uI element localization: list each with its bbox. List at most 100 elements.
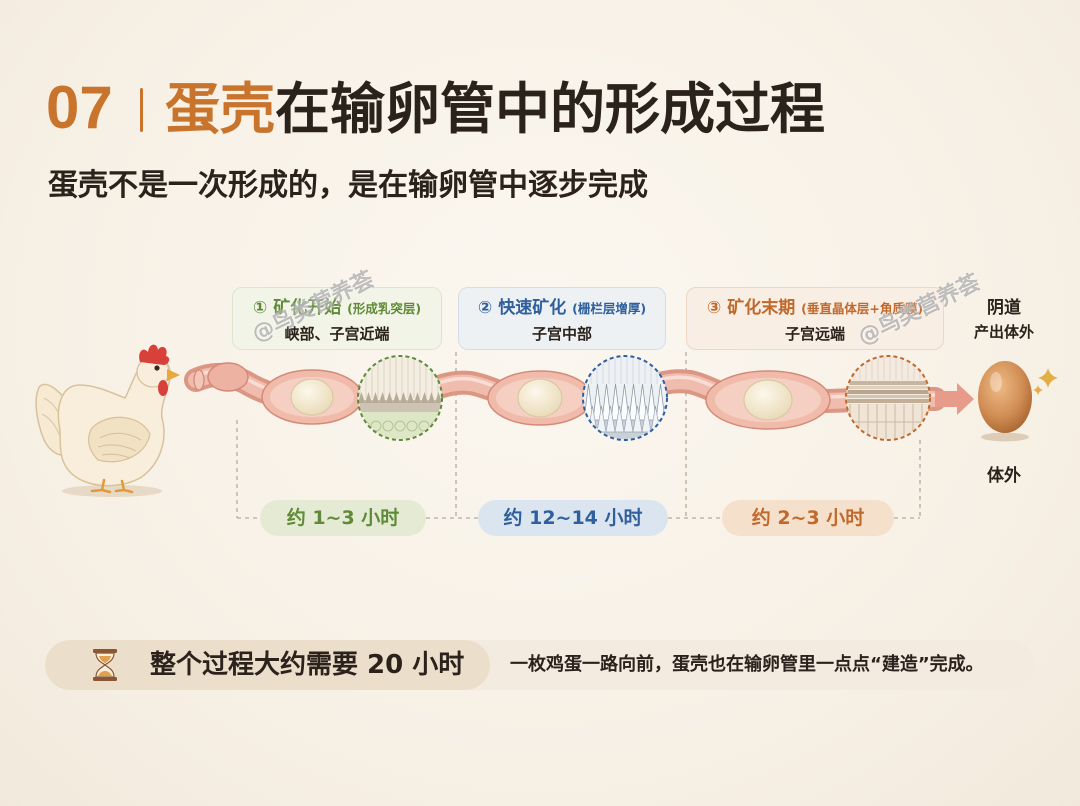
hen-wing-feathers <box>97 432 142 459</box>
tissue-cell <box>370 420 382 432</box>
stage-2-heading: ② 快速矿化 (栅栏层增厚) <box>459 297 665 320</box>
stage-3-location: 子宫远端 <box>784 325 845 343</box>
vertical-crystal-layer-stripe <box>847 381 929 385</box>
stage-3-heading: ③ 矿化末期 (垂直晶体层+角质膜) <box>687 297 943 320</box>
summary-headline: 整个过程大约需要 20 小时 <box>150 650 465 680</box>
stage-1-marker: ① <box>252 298 268 318</box>
sparkle-large <box>1038 368 1058 388</box>
endpoint-name: 阴道 <box>987 298 1021 318</box>
brown-egg-icon <box>978 361 1032 442</box>
mammillary-cone <box>379 392 386 403</box>
palisade-crystal <box>623 405 634 433</box>
hen-shadow <box>62 485 162 497</box>
page-subtitle: 蛋壳不是一次形成的，是在输卵管中逐步完成 <box>48 168 648 203</box>
palisade-crystal <box>632 405 643 433</box>
palisade-crystal <box>592 383 603 421</box>
stage-3-marker: ③ <box>706 298 722 318</box>
stage-1-location: 峡部、子宫近端 <box>284 325 390 343</box>
palisade-crystal <box>646 383 657 421</box>
mammillary-cone <box>386 392 393 403</box>
palisade-crystal <box>605 405 616 433</box>
mammillary-cone <box>414 392 421 403</box>
palisade-crystal <box>614 405 625 433</box>
hen-beak <box>167 369 180 381</box>
mammillary-cone <box>393 392 400 403</box>
mammillary-cone <box>421 392 428 403</box>
summary-bar: 整个过程大约需要 20 小时 一枚鸡蛋一路向前，蛋壳也在输卵管里一点点“建造”完… <box>45 640 1035 690</box>
magnifier-stage2-outline <box>582 355 668 441</box>
palisade-crystal <box>601 383 612 421</box>
hen-illustration <box>35 344 180 497</box>
palisade-crystal <box>637 383 648 421</box>
infundibulum-bulb <box>207 362 249 392</box>
vertical-crystal-layer-stripe <box>847 395 929 398</box>
palisade-crystal <box>628 383 639 421</box>
magnifier-stage3-outline <box>845 355 931 441</box>
summary-note: 一枚鸡蛋一路向前，蛋壳也在输卵管里一点点“建造”完成。 <box>510 654 984 675</box>
forming-egg-stage2 <box>517 378 563 418</box>
palisade-crystal <box>619 383 630 421</box>
hourglass-sand-bottom <box>98 671 112 676</box>
stage-3-name: 矿化末期 <box>727 298 796 318</box>
mammillary-cone <box>372 392 379 403</box>
magnifier-stage2 <box>582 355 668 441</box>
stage-2-detail: (栅栏层增厚) <box>572 301 647 316</box>
sparkle-icon <box>1033 368 1058 395</box>
stage-3-detail: (垂直晶体层+角质膜) <box>801 301 924 316</box>
hen-eye <box>154 365 160 371</box>
stage-2-name: 快速矿化 <box>498 298 567 318</box>
oviduct-tube-illustration <box>184 362 947 430</box>
section-number: 07 <box>46 74 113 141</box>
stage-1-detail: (形成乳突层) <box>347 301 422 316</box>
vertical-crystal-layer-stripe <box>847 399 929 403</box>
endpoint-action: 产出体外 <box>973 323 1034 341</box>
stage-3-label: ③ 矿化末期 (垂直晶体层+角质膜) 子宫远端 <box>686 287 944 350</box>
stage-2-marker: ② <box>477 298 493 318</box>
mammillary-cone <box>435 392 441 403</box>
stage-1-heading: ① 矿化开始 (形成乳突层) <box>233 297 441 320</box>
stage-1-duration-pill: 约 1~3 小时 <box>260 500 426 536</box>
egg-shadow <box>981 432 1029 442</box>
egg-shell <box>978 361 1032 433</box>
title-divider <box>140 88 143 132</box>
tissue-cell <box>382 420 394 432</box>
vertical-crystal-layer-stripe <box>847 390 929 394</box>
stage-3-duration-pill: 约 2~3 小时 <box>722 500 894 536</box>
egg-label: 体外 <box>987 466 1021 486</box>
tissue-cell <box>406 420 418 432</box>
stage-2-label: ② 快速矿化 (栅栏层增厚) 子宫中部 <box>458 287 666 350</box>
stage-2-location: 子宫中部 <box>531 325 592 343</box>
forming-egg-stage1 <box>290 378 334 416</box>
infundibulum-opening <box>193 369 205 391</box>
stage-1-label: ① 矿化开始 (形成乳突层) 峡部、子宫近端 <box>232 287 442 350</box>
palisade-crystal <box>641 405 652 433</box>
right-arrow-icon <box>935 383 974 415</box>
egg-highlight <box>990 372 1002 392</box>
tissue-cell <box>418 420 430 432</box>
title-rest: 在输卵管中的形成过程 <box>275 77 826 141</box>
sparkle-small <box>1033 385 1043 395</box>
title-highlight: 蛋壳 <box>165 77 276 141</box>
hourglass-sand-top <box>99 656 111 663</box>
hen-wattle <box>158 380 168 396</box>
mammillary-cone <box>400 392 407 403</box>
stage-2-duration-pill: 约 12~14 小时 <box>478 500 668 536</box>
palisade-crystal <box>610 383 621 421</box>
hourglass-icon <box>93 649 117 681</box>
hourglass-bottom-cap <box>93 677 117 681</box>
mammillary-cone <box>365 392 372 403</box>
hourglass-top-cap <box>93 649 117 653</box>
magnifier-stage3 <box>845 355 931 441</box>
stage-1-name: 矿化开始 <box>273 298 342 318</box>
mammillary-cone <box>428 392 435 403</box>
mammillary-cone <box>407 392 414 403</box>
summary-highlight: 整个过程大约需要 20 小时 <box>45 640 490 690</box>
mammillary-cone <box>359 392 365 403</box>
vertical-crystal-layer-stripe <box>847 386 929 389</box>
hen-comb <box>139 344 170 365</box>
hen-legs <box>90 478 134 494</box>
magnifier-stage1 <box>357 355 443 441</box>
page-title: 蛋壳在输卵管中的形成过程 <box>165 76 825 142</box>
